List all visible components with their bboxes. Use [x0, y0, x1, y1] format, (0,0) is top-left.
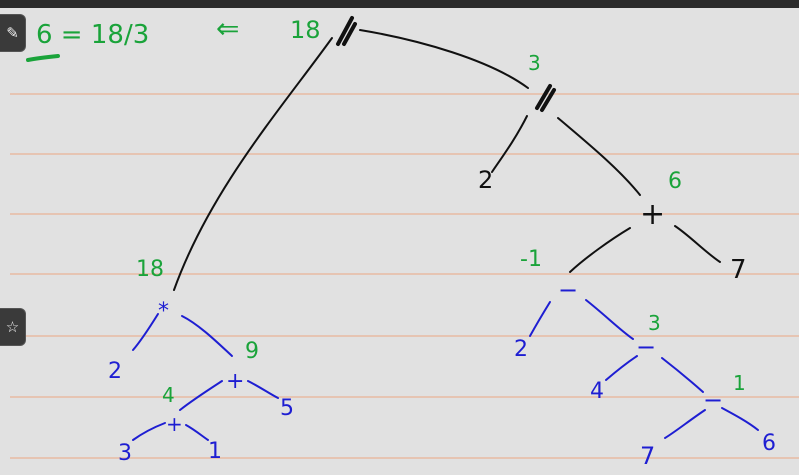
pen-icon: ✎: [6, 25, 19, 42]
value-minus2: 3: [648, 311, 661, 335]
node-minus2: −: [636, 333, 656, 361]
edge-times-2: [132, 313, 159, 351]
node-plus-inner: +: [166, 412, 183, 436]
node-plus-left: +: [226, 369, 244, 394]
edge-plus-plusinner: [179, 380, 223, 411]
edge-minus2-minus3: [661, 357, 704, 393]
rightdiv-slash-a: [535, 84, 552, 110]
edge-minus3-7: [664, 409, 706, 439]
ruled-lines: [10, 93, 799, 459]
edge-rightdiv-2: [491, 115, 528, 173]
edge-minus3-6: [721, 407, 759, 431]
node-leaf-7-right: 7: [730, 255, 747, 285]
equation-underline: [26, 54, 60, 62]
node-leaf-2-top: 2: [478, 166, 493, 194]
lower-tree-edges: [132, 299, 759, 441]
upper-tree-edges: [173, 29, 721, 291]
favorite-button[interactable]: ☆: [0, 308, 26, 346]
node-leaf-5: 5: [280, 396, 294, 421]
edge-minus-minus2: [585, 299, 634, 340]
edge-rightdiv-plus: [557, 117, 641, 196]
edge-plus-5: [247, 380, 279, 399]
edge-plusinner-3: [132, 422, 166, 441]
root-slash-b: [342, 22, 357, 46]
paper-sheet: [0, 8, 799, 475]
node-minus3: −: [703, 386, 723, 414]
star-icon: ☆: [5, 319, 20, 336]
rightdiv-slash-b: [540, 88, 556, 112]
root-slash-a: [336, 16, 354, 46]
edge-minus2-4: [605, 355, 638, 381]
value-times: 18: [136, 257, 164, 282]
value-plus-left: 9: [245, 339, 259, 364]
node-leaf-6: 6: [762, 431, 776, 456]
node-leaf-2-mid: 2: [514, 337, 528, 362]
equation-text: 6 = 18/3: [36, 20, 149, 50]
node-leaf-4: 4: [590, 379, 604, 404]
left-arrow-icon: ⇐: [216, 12, 239, 45]
edge-plus-7: [674, 225, 721, 263]
node-leaf-2-left: 2: [108, 359, 122, 384]
node-times: *: [158, 299, 169, 324]
value-minus1: -1: [520, 247, 542, 272]
node-leaf-1: 1: [208, 439, 222, 464]
pen-tool-button[interactable]: ✎: [0, 14, 26, 52]
arrow-value-text: 18: [290, 16, 321, 44]
node-minus1: −: [558, 276, 578, 304]
value-plus-inner: 4: [162, 383, 175, 407]
node-plus: +: [640, 197, 665, 232]
edge-root-rightdiv: [359, 29, 529, 89]
value-rightdiv: 3: [528, 51, 541, 75]
edge-root-times: [173, 37, 333, 291]
value-minus3: 1: [733, 371, 746, 395]
division-marks: [336, 16, 556, 112]
value-plus: 6: [668, 169, 682, 194]
edge-plus-minus: [569, 227, 631, 273]
edge-minus-2: [529, 301, 551, 337]
node-leaf-3: 3: [118, 441, 132, 466]
edge-plusinner-1: [185, 424, 209, 441]
node-leaf-7-bottom: 7: [640, 442, 655, 470]
edge-times-plus: [181, 315, 233, 357]
